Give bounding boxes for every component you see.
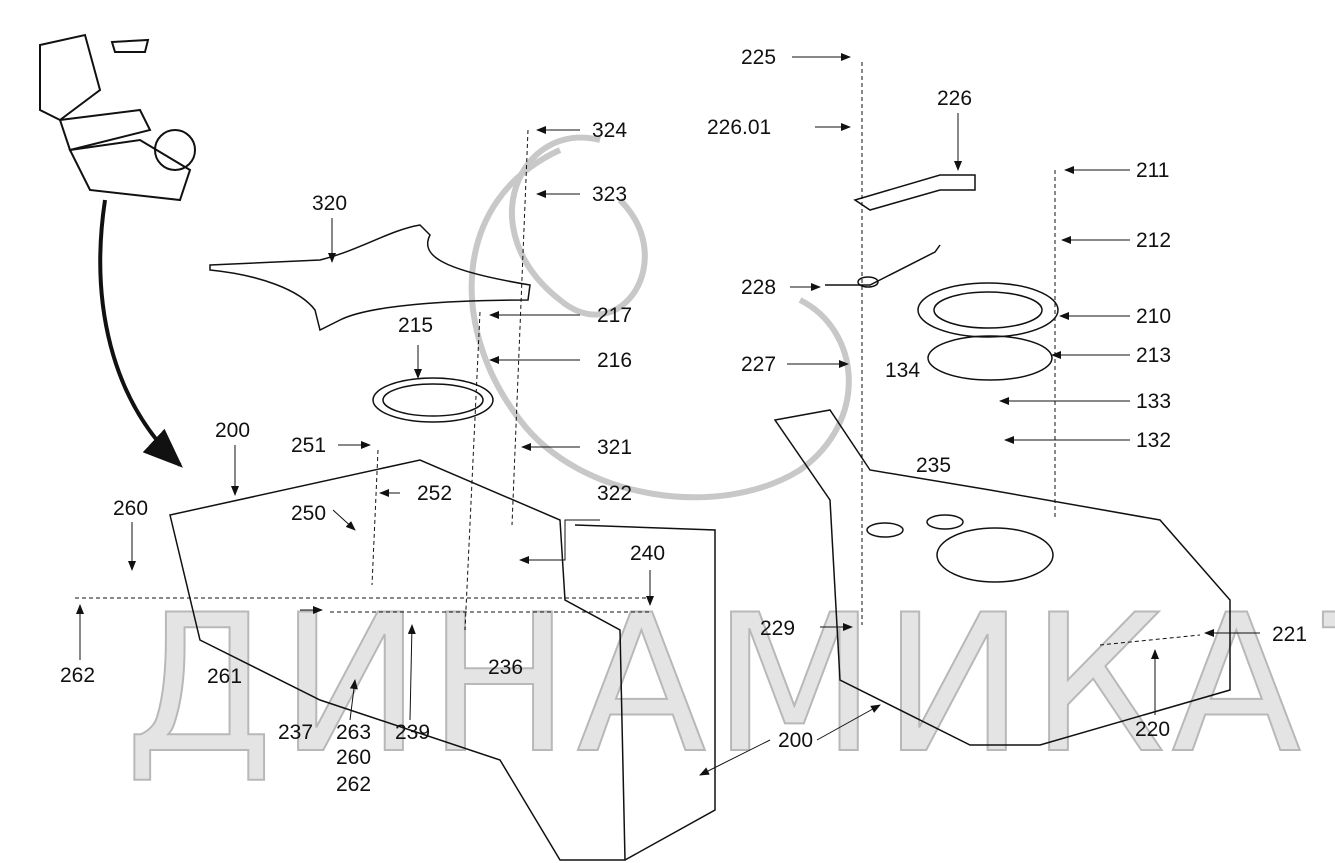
- frame-200-left: [169, 459, 626, 861]
- spring-228: [825, 244, 941, 286]
- label-134: 134: [885, 359, 921, 382]
- label-226-01: 226.01: [707, 116, 772, 139]
- label-324: 324: [592, 119, 628, 142]
- label-262-secondary: 262: [336, 773, 372, 796]
- label-250: 250: [291, 502, 327, 525]
- leader-lines: [76, 53, 1260, 776]
- label-239: 239: [395, 721, 431, 744]
- label-211: 211: [1136, 159, 1170, 182]
- gasket-213: [927, 335, 1053, 381]
- plate-320: [209, 224, 531, 332]
- label-220: 220: [1135, 718, 1171, 741]
- label-212: 212: [1136, 229, 1172, 252]
- watermark: ДИНАМИКА76: [124, 574, 1335, 795]
- label-213: 213: [1136, 344, 1172, 367]
- label-225: 225: [741, 46, 777, 69]
- curved-arrow: [98, 199, 183, 468]
- label-237: 237: [278, 721, 314, 744]
- label-132: 132: [1136, 429, 1172, 452]
- label-215: 215: [398, 314, 434, 337]
- label-263: 263: [336, 721, 372, 744]
- seat-thumbnail: [39, 33, 196, 202]
- label-260: 260: [113, 497, 149, 520]
- label-217: 217: [597, 304, 633, 327]
- label-262: 262: [60, 664, 96, 687]
- label-216: 216: [597, 349, 633, 372]
- label-221: 221: [1272, 623, 1308, 646]
- label-260-secondary: 260: [336, 746, 372, 769]
- label-320: 320: [312, 192, 348, 215]
- watermark-swirl: [468, 134, 852, 501]
- lever-226: [853, 174, 976, 211]
- label-322: 322: [597, 482, 633, 505]
- label-251: 251: [291, 434, 327, 457]
- label-261: 261: [207, 665, 243, 688]
- label-236: 236: [488, 656, 524, 679]
- label-235: 235: [916, 454, 952, 477]
- label-321: 321: [597, 436, 633, 459]
- frame-200-right: [773, 409, 1231, 746]
- label-229: 229: [760, 617, 796, 640]
- label-200-secondary: 200: [778, 729, 814, 752]
- label-323: 323: [592, 183, 628, 206]
- label-226: 226: [937, 87, 973, 110]
- label-228: 228: [741, 276, 777, 299]
- ring-210: [917, 282, 1059, 338]
- label-227: 227: [741, 353, 777, 376]
- label-200: 200: [215, 419, 251, 442]
- ring-215: [372, 377, 494, 423]
- label-240: 240: [630, 542, 666, 565]
- label-133: 133: [1136, 390, 1172, 413]
- assembly-lines: [75, 62, 1201, 646]
- label-210: 210: [1136, 305, 1172, 328]
- label-252: 252: [417, 482, 453, 505]
